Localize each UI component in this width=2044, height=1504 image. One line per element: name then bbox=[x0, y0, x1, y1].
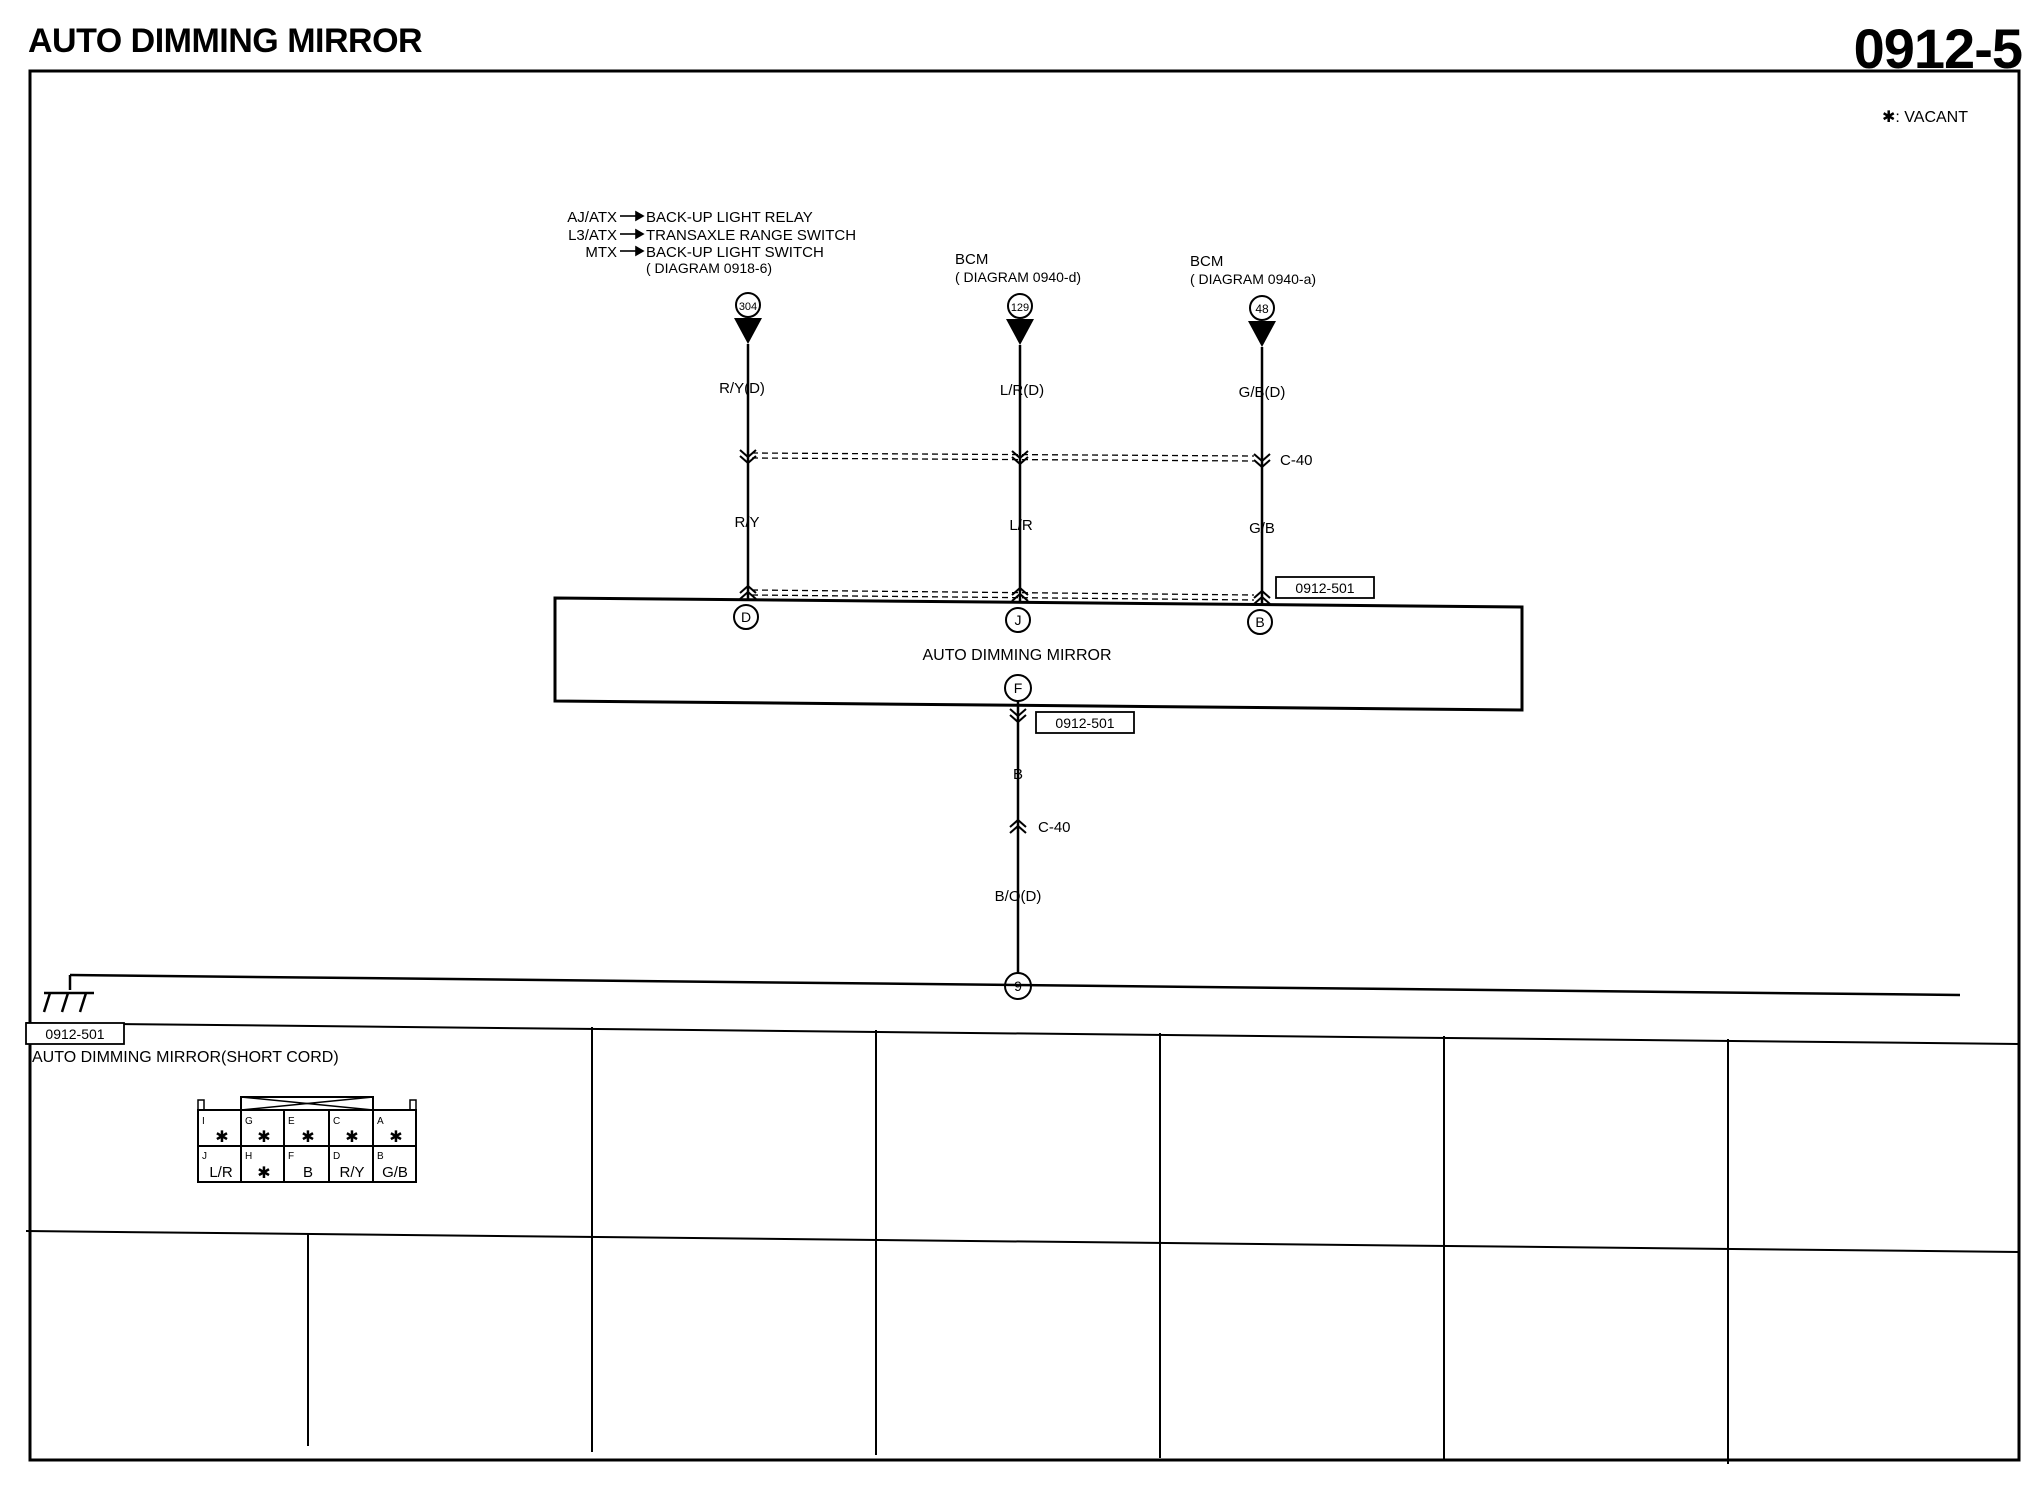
source-left-line1-prefix: AJ/ATX bbox=[567, 209, 617, 226]
connector-c40-bottom-label: C-40 bbox=[1038, 819, 1071, 836]
wire-1-upper-label: R/Y(D) bbox=[719, 380, 765, 397]
connector-chevron-icon bbox=[739, 449, 1271, 469]
pin-value: ✱ bbox=[257, 1129, 270, 1146]
ground-wire-upper-label: B bbox=[1013, 766, 1023, 783]
pin-value: B bbox=[303, 1164, 313, 1181]
connector-0912-501-top: 0912-501 bbox=[739, 576, 1375, 605]
pin-label: I bbox=[202, 1116, 205, 1127]
connector-view-title: AUTO DIMMING MIRROR(SHORT CORD) bbox=[32, 1049, 339, 1066]
arrow-icon bbox=[620, 210, 645, 257]
connector-chevron-icon bbox=[739, 584, 1271, 605]
source-left-line3-text: BACK-UP LIGHT SWITCH bbox=[646, 244, 824, 261]
diagram-frame bbox=[28, 69, 2021, 1462]
page-title: AUTO DIMMING MIRROR bbox=[28, 22, 423, 60]
down-triangle-icon bbox=[1006, 319, 1034, 345]
wire-2-upper-label: L/R(D) bbox=[1000, 382, 1044, 399]
pin-value: L/R bbox=[209, 1164, 233, 1181]
pin-value: ✱ bbox=[389, 1129, 402, 1146]
connector-face-diagram bbox=[197, 1096, 417, 1183]
ground-wire-lower-label: B/O(D) bbox=[995, 888, 1042, 905]
circuit-48-label: 48 bbox=[1255, 302, 1269, 316]
pin-label: J bbox=[202, 1151, 207, 1162]
source-right-line1: BCM bbox=[1190, 253, 1223, 270]
pin-label: H bbox=[245, 1151, 252, 1162]
connector-chevron-icon bbox=[1009, 818, 1027, 834]
pin-label: F bbox=[288, 1151, 294, 1162]
pin-value: ✱ bbox=[257, 1165, 270, 1182]
pin-value: R/Y bbox=[339, 1164, 364, 1181]
wires-upper bbox=[746, 344, 1264, 608]
pin-label: G bbox=[245, 1116, 253, 1127]
connector-c40-top-label: C-40 bbox=[1280, 452, 1313, 469]
pin-value: ✱ bbox=[215, 1129, 228, 1146]
source-middle-line1: BCM bbox=[955, 251, 988, 268]
source-left-line2-text: TRANSAXLE RANGE SWITCH bbox=[646, 227, 856, 244]
ground-symbol-icon bbox=[42, 991, 94, 1013]
connector-bottom-row: J L/R H ✱ F B D R/Y B G/B bbox=[202, 1151, 408, 1182]
circuit-304-label: 304 bbox=[739, 301, 757, 313]
component-name: AUTO DIMMING MIRROR bbox=[922, 647, 1111, 664]
connector-view-cell: 0912-501 AUTO DIMMING MIRROR(SHORT CORD)… bbox=[25, 1022, 417, 1183]
source-middle-line2: ( DIAGRAM 0940-d) bbox=[955, 269, 1081, 285]
pin-label: C bbox=[333, 1116, 340, 1127]
pin-f-label: F bbox=[1014, 680, 1023, 696]
wire-3-upper-label: G/B(D) bbox=[1239, 384, 1286, 401]
connector-top-row: I ✱ G ✱ E ✱ C ✱ A ✱ bbox=[202, 1116, 403, 1146]
pin-label: A bbox=[377, 1116, 384, 1127]
source-right-line2: ( DIAGRAM 0940-a) bbox=[1190, 271, 1316, 287]
pin-value: ✱ bbox=[345, 1129, 358, 1146]
circuit-48: 48 bbox=[1248, 295, 1276, 347]
pin-d-label: D bbox=[741, 609, 751, 625]
source-left-line4-text: ( DIAGRAM 0918-6) bbox=[646, 260, 772, 276]
pin-j-label: J bbox=[1015, 612, 1022, 628]
wire-3-lower-label: G/B bbox=[1249, 520, 1275, 537]
source-left-line1-text: BACK-UP LIGHT RELAY bbox=[646, 209, 813, 226]
ground-wire: 0912-501 B C-40 B/O(D) 9 bbox=[995, 701, 1135, 1000]
connector-chevron-icon bbox=[1009, 708, 1027, 724]
source-left-line3-prefix: MTX bbox=[585, 244, 617, 261]
auto-dimming-mirror-component: AUTO DIMMING MIRROR D J B F bbox=[553, 596, 1524, 712]
circuit-304: 304 bbox=[734, 292, 762, 344]
circuit-129: 129 bbox=[1006, 293, 1034, 345]
down-triangle-icon bbox=[734, 318, 762, 344]
pin-value: ✱ bbox=[301, 1129, 314, 1146]
pin-b-label: B bbox=[1255, 614, 1264, 630]
source-left-line2-prefix: L3/ATX bbox=[568, 227, 617, 244]
connector-c40-top: C-40 bbox=[739, 449, 1313, 469]
connector-view-grid bbox=[25, 1022, 2020, 1464]
pin-label: E bbox=[288, 1116, 295, 1127]
connector-ref-bottom-label: 0912-501 bbox=[1055, 715, 1114, 731]
pin-label: B bbox=[377, 1151, 384, 1162]
ground-bus bbox=[68, 973, 1961, 997]
connector-view-ref: 0912-501 bbox=[45, 1026, 104, 1042]
connector-ref-top-label: 0912-501 bbox=[1295, 580, 1354, 596]
circuit-129-label: 129 bbox=[1011, 302, 1029, 314]
vacant-legend: ✱: VACANT bbox=[1882, 109, 1968, 126]
wire-1-lower-label: R/Y bbox=[734, 514, 759, 531]
wire-2-lower-label: L/R bbox=[1009, 517, 1033, 534]
source-left-labels: AJ/ATX BACK-UP LIGHT RELAY L3/ATX TRANSA… bbox=[567, 209, 856, 276]
pin-label: D bbox=[333, 1151, 340, 1162]
pin-value: G/B bbox=[382, 1164, 408, 1181]
down-triangle-icon bbox=[1248, 321, 1276, 347]
